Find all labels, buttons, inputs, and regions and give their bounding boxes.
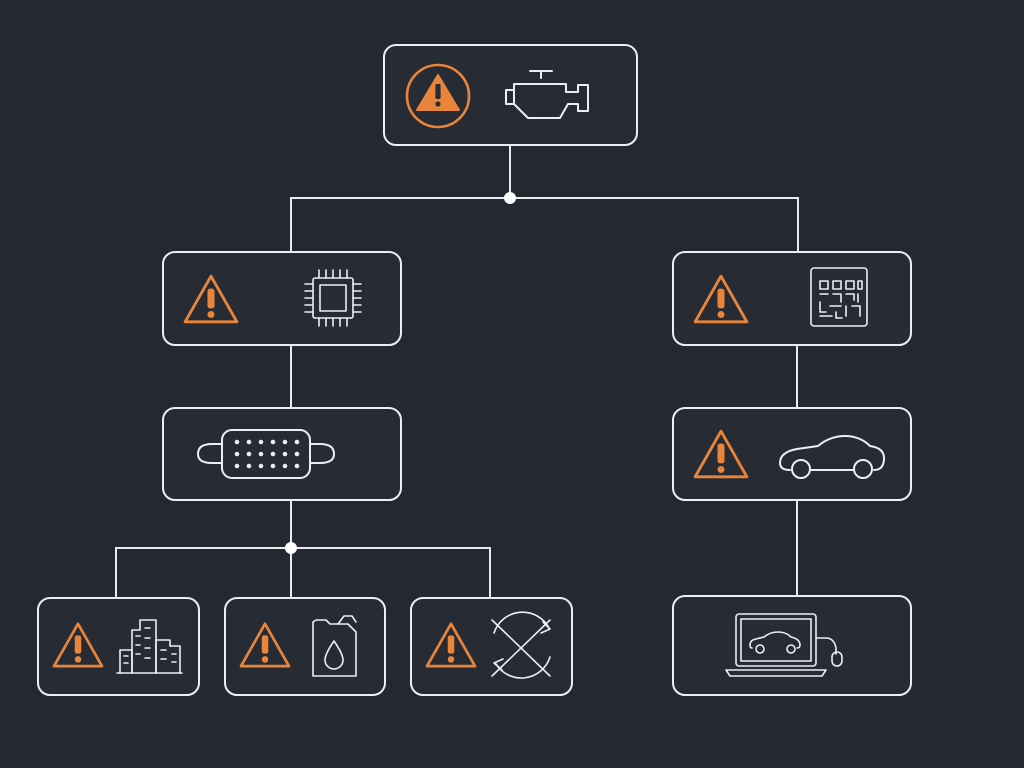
- junction-dot-connector: [285, 542, 297, 554]
- no-cycle-icon: [491, 611, 551, 679]
- code-panel-icon: [810, 267, 868, 327]
- microchip-icon: [304, 269, 362, 327]
- car-icon: [779, 435, 885, 479]
- junction-dot-root: [504, 192, 516, 204]
- node-connector: [162, 407, 402, 501]
- node-cycle: [410, 597, 573, 696]
- laptop-diagnostics-icon: [725, 613, 843, 677]
- buildings-icon: [116, 619, 183, 674]
- fuel-canister-icon: [312, 615, 357, 677]
- node-fluid: [224, 597, 386, 696]
- edge-root-branches: [290, 197, 799, 252]
- edge-connector-branches: [115, 547, 491, 598]
- connectors: [115, 146, 799, 598]
- check-engine-icon: [505, 70, 589, 119]
- node-diagnostic-codes: [672, 251, 912, 346]
- node-ecu: [162, 251, 402, 346]
- node-root: [383, 44, 638, 146]
- node-vehicle: [672, 407, 912, 501]
- warning-circle-icon: [405, 63, 471, 129]
- node-urban: [37, 597, 200, 696]
- node-scan-tool: [672, 595, 912, 696]
- obd-connector-icon: [197, 429, 335, 479]
